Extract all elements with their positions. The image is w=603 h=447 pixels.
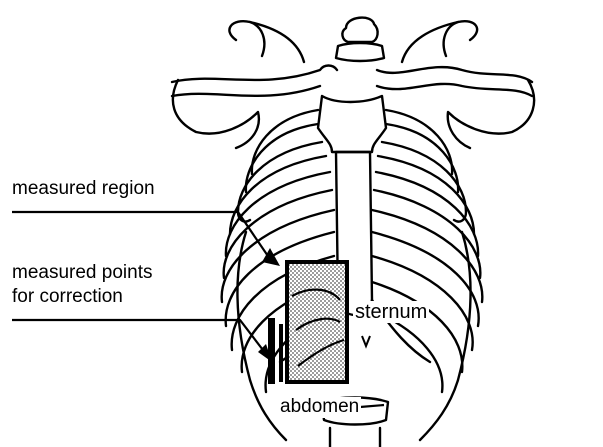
left-clavicle-lower xyxy=(172,86,320,96)
left-shoulder-blade xyxy=(173,80,259,148)
left-scapula-edge xyxy=(229,21,264,56)
right-clavicle-lower xyxy=(377,84,532,96)
right-clavicle xyxy=(377,67,532,82)
vertebra-2 xyxy=(336,43,384,61)
measured-points-label-line1: measured points xyxy=(12,261,152,285)
abdomen-label: abdomen xyxy=(278,397,361,418)
right-scapula-edge xyxy=(444,21,477,56)
sternum-label: sternum xyxy=(353,301,429,323)
measured-points-label: measured points for correction xyxy=(12,261,152,309)
measured-region-label: measured region xyxy=(12,179,155,200)
leader-abdomen xyxy=(360,405,384,407)
left-clavicle xyxy=(172,66,337,83)
measured-points-label-line2: for correction xyxy=(12,285,152,309)
manubrium xyxy=(318,96,386,152)
correction-point-bar-2 xyxy=(279,324,283,382)
correction-point-bar-1 xyxy=(268,318,275,384)
leader-measured-points xyxy=(12,320,266,354)
vertebra-top xyxy=(342,18,377,42)
